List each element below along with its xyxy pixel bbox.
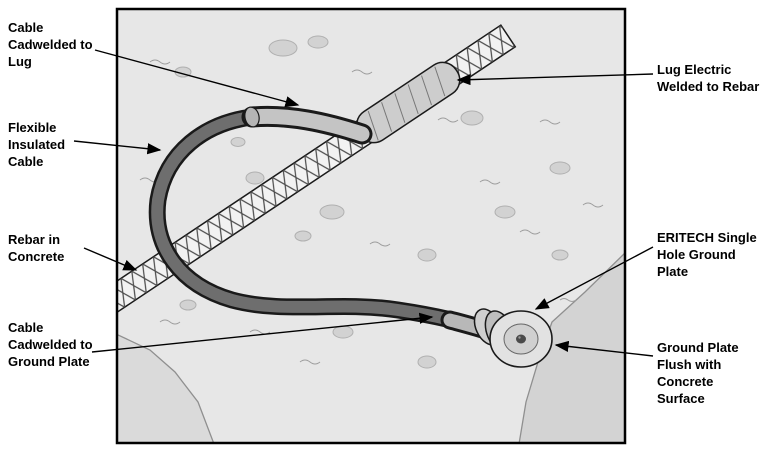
- leader-lug-electric-welded-to-rebar: [456, 73, 654, 86]
- cadweld-sleeve-lug: [241, 105, 373, 145]
- leader-eritech-ground-plate: [534, 246, 654, 310]
- label-flexible-insulated-cable: Flexible Insulated Cable: [8, 120, 66, 169]
- illustration-frame: [115, 7, 627, 445]
- leader-rebar-in-concrete: [83, 247, 138, 271]
- insulated-cable: [148, 108, 499, 340]
- lug: [355, 61, 461, 144]
- label-ground-plate-flush-with-concrete-surface: Ground Plate Flush with Concrete Surface: [657, 340, 739, 406]
- label-rebar-in-concrete: Rebar in Concrete: [8, 232, 65, 264]
- ground-plate: [473, 308, 553, 368]
- rebar: [118, 24, 517, 315]
- label-eritech-single-hole-ground-plate: ERITECH Single Hole Ground Plate: [657, 230, 757, 279]
- label-cable-cadwelded-to-ground-plate: Cable Cadwelded to Ground Plate: [8, 320, 93, 369]
- leader-cable-cadwelded-to-ground-plate: [91, 312, 434, 353]
- leader-flexible-insulated-cable: [73, 140, 162, 155]
- leader-lines: [73, 49, 654, 357]
- label-lug-electric-welded-to-rebar: Lug Electric Welded to Rebar: [657, 62, 760, 94]
- concrete-broken-edges: [118, 253, 624, 442]
- ground-plate-hole: [516, 334, 526, 344]
- illustration-interior: [118, 10, 624, 442]
- leader-cable-cadwelded-to-lug: [94, 49, 300, 108]
- leader-ground-plate-flush: [554, 340, 654, 357]
- label-cable-cadwelded-to-lug: Cable Cadwelded to Lug: [8, 20, 93, 69]
- concrete-speckles: [174, 35, 571, 369]
